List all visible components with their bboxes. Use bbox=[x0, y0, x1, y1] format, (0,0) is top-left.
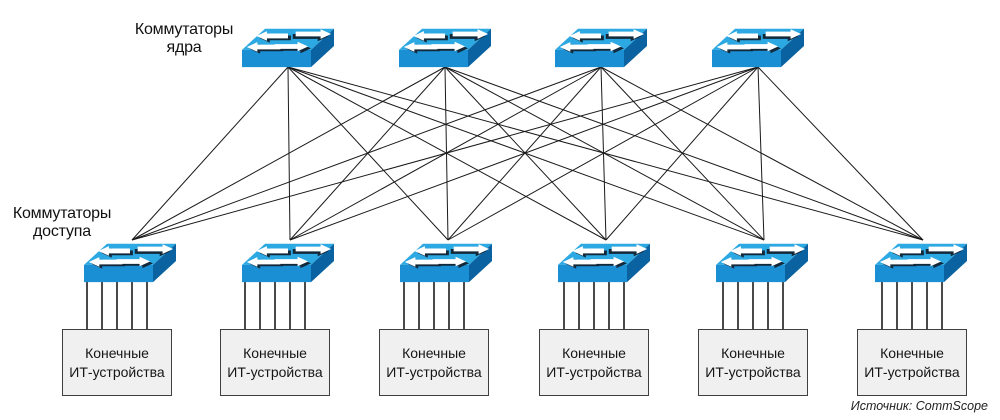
core-switch-4-icon bbox=[712, 28, 804, 68]
end-devices-label-line2: ИТ-устройства bbox=[705, 363, 801, 380]
end-devices-label-line1: Конечные bbox=[402, 344, 466, 361]
core-switch-2-icon bbox=[399, 28, 491, 68]
core-layer-label-line2: ядра bbox=[166, 39, 202, 56]
access-device-links bbox=[86, 280, 943, 332]
access-switch-4-icon bbox=[558, 243, 650, 283]
end-devices-box-5: Конечные ИТ-устройства bbox=[698, 329, 808, 396]
end-devices-label-line2: ИТ-устройства bbox=[69, 363, 165, 380]
end-devices-label-line1: Конечные bbox=[243, 344, 307, 361]
access-switch-2-icon bbox=[242, 243, 334, 283]
end-devices-box-6: Конечные ИТ-устройства bbox=[857, 329, 967, 396]
end-devices-label-line2: ИТ-устройства bbox=[386, 363, 482, 380]
access-switch-6-icon bbox=[875, 243, 967, 283]
end-devices-box-4: Конечные ИТ-устройства bbox=[539, 329, 649, 396]
access-layer-label: Коммутаторы доступа bbox=[0, 205, 124, 241]
access-switch-3-icon bbox=[400, 243, 492, 283]
core-switch-3-icon bbox=[555, 28, 647, 68]
end-devices-label-line1: Конечные bbox=[880, 344, 944, 361]
core-access-mesh-links bbox=[131, 66, 924, 241]
end-devices-label-line1: Конечные bbox=[85, 344, 149, 361]
end-devices-label-line2: ИТ-устройства bbox=[864, 363, 960, 380]
core-layer-label: Коммутаторы ядра bbox=[117, 21, 251, 57]
source-credit: Источник: CommScope bbox=[850, 399, 988, 413]
access-switch-5-icon bbox=[716, 243, 808, 283]
end-devices-label-line2: ИТ-устройства bbox=[227, 363, 323, 380]
access-layer-label-line2: доступа bbox=[33, 223, 91, 240]
core-switch-1-icon bbox=[242, 28, 334, 68]
core-layer-label-line1: Коммутаторы bbox=[134, 21, 234, 38]
end-devices-label-line1: Конечные bbox=[562, 344, 626, 361]
end-devices-box-3: Конечные ИТ-устройства bbox=[379, 329, 489, 396]
end-devices-label-line1: Конечные bbox=[721, 344, 785, 361]
end-devices-box-2: Конечные ИТ-устройства bbox=[220, 329, 330, 396]
end-devices-label-line2: ИТ-устройства bbox=[546, 363, 642, 380]
access-switch-1-icon bbox=[84, 243, 176, 283]
end-devices-box-1: Конечные ИТ-устройства bbox=[62, 329, 172, 396]
access-layer-label-line1: Коммутаторы bbox=[12, 205, 112, 222]
